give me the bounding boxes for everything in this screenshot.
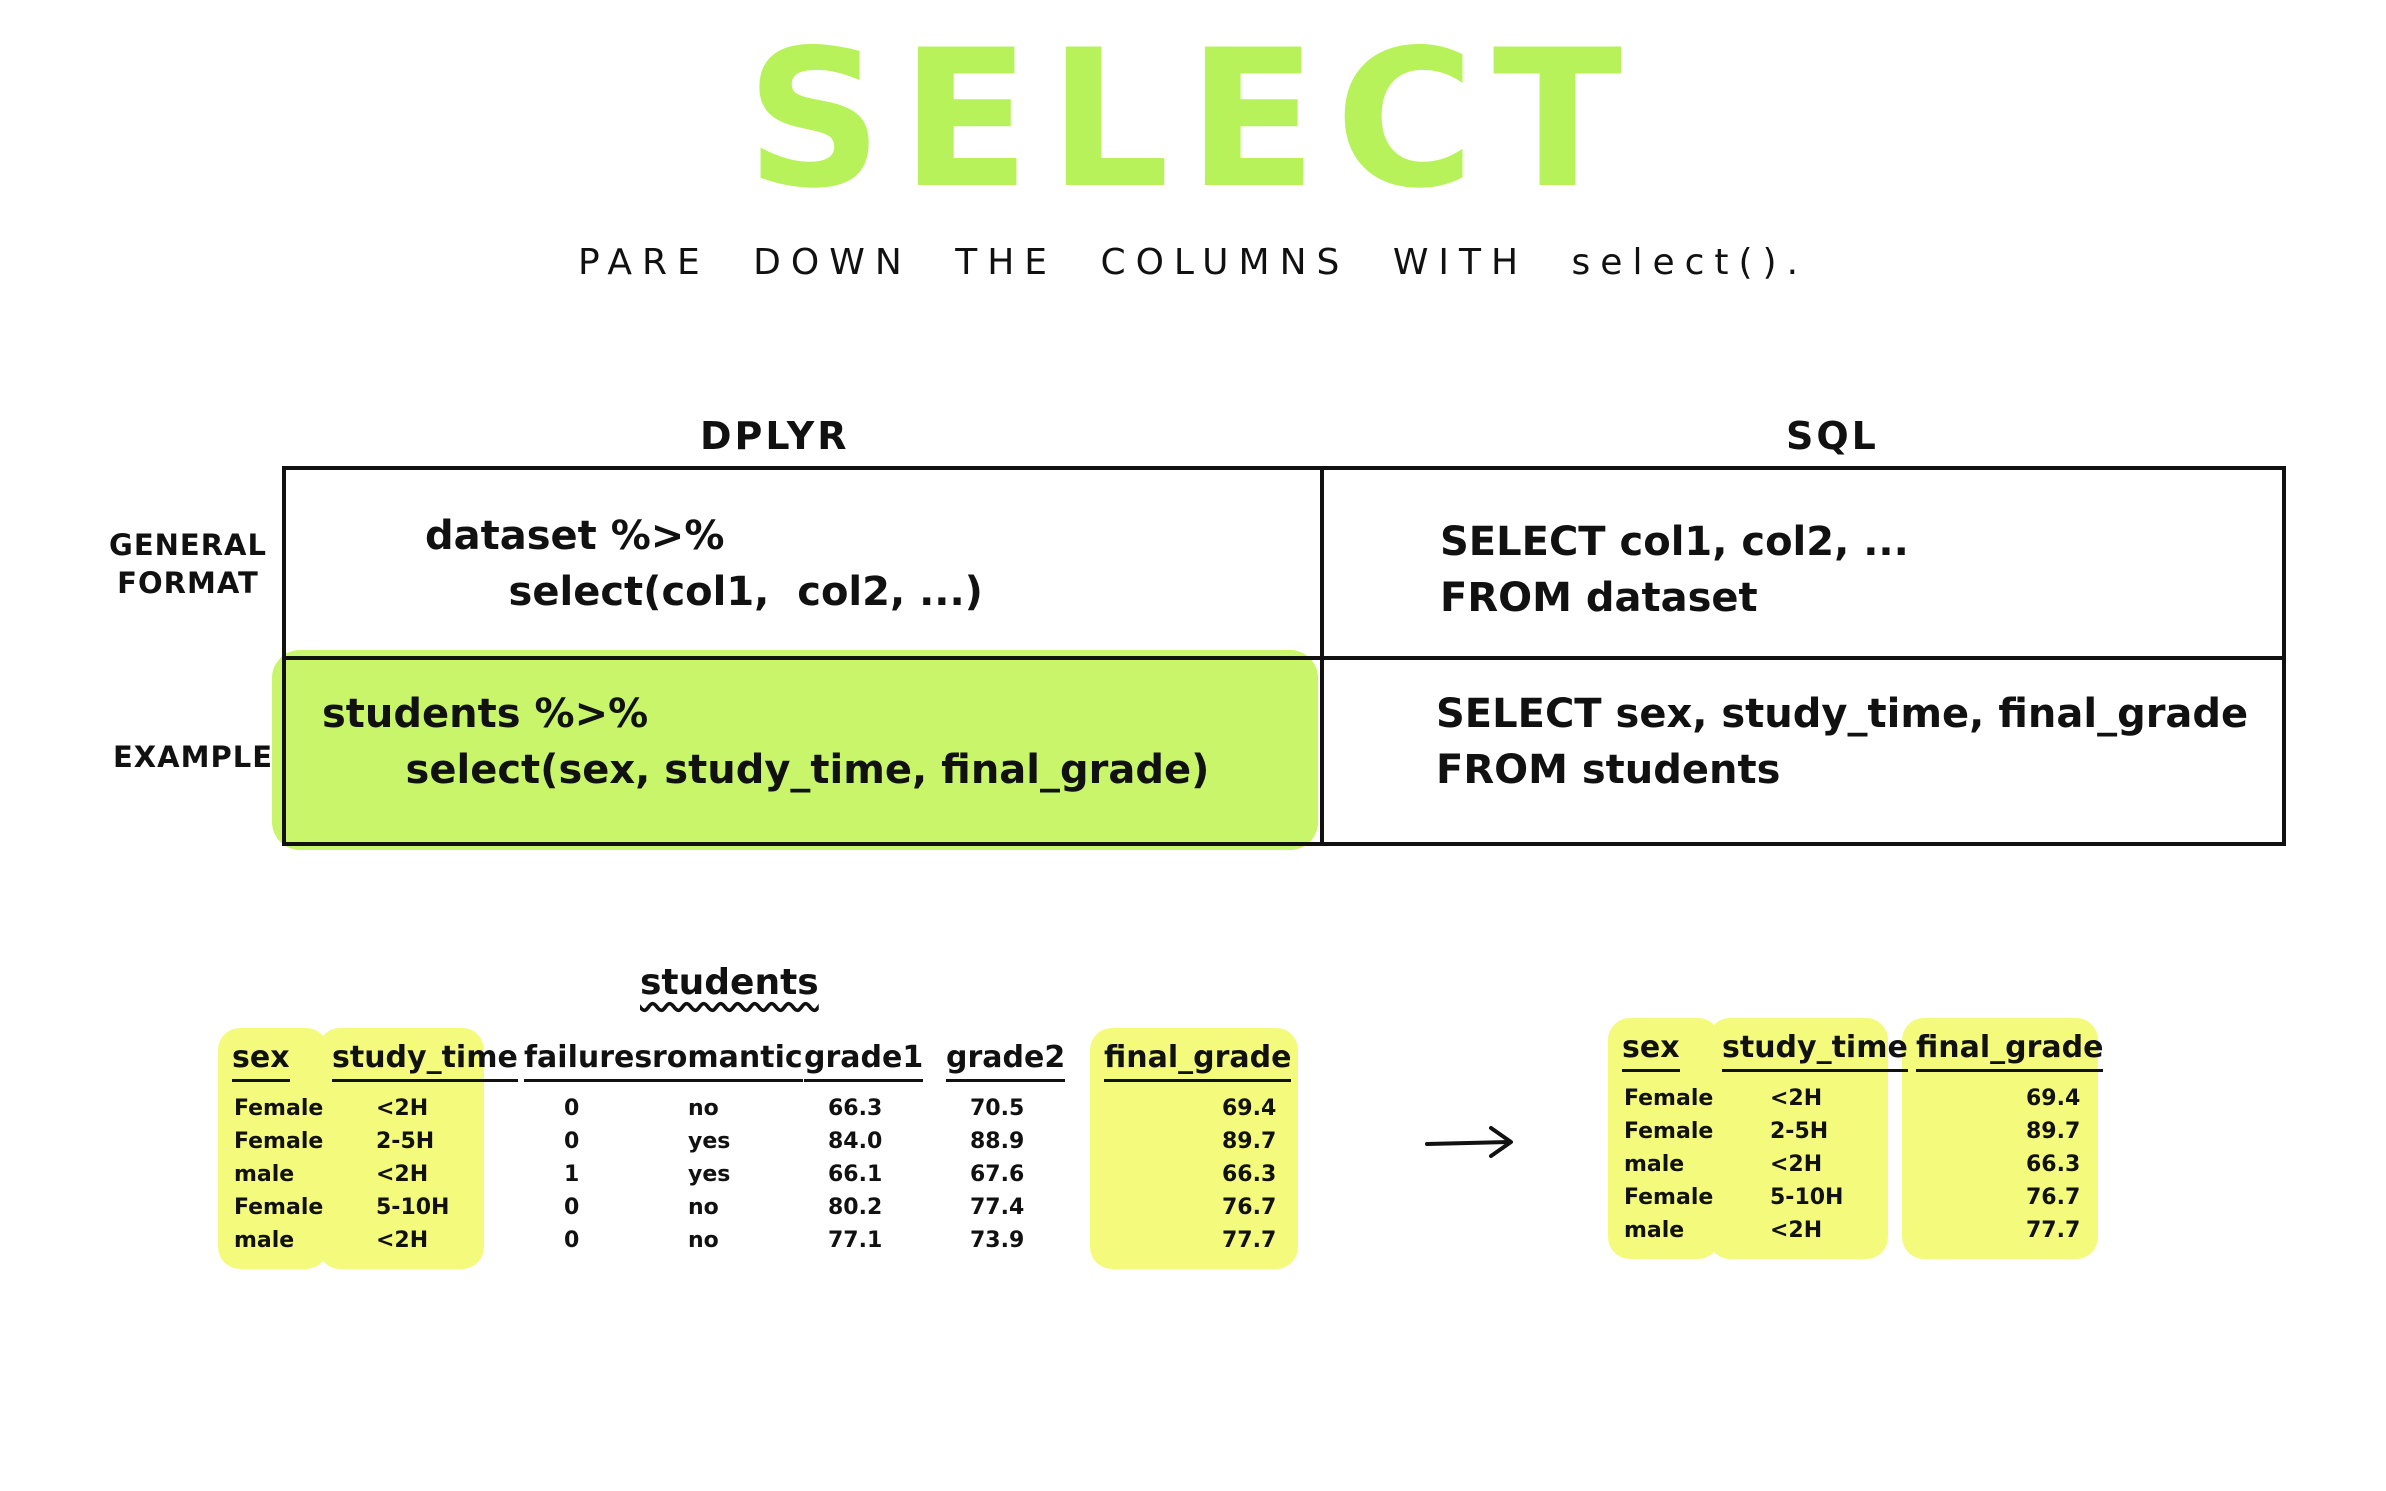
column-header: grade2 (946, 1040, 1066, 1082)
highlight-column (318, 1028, 484, 1269)
table-cell: 88.9 (970, 1129, 1025, 1154)
page-title: SELECT (745, 9, 1641, 230)
table-cell: 2-5H (376, 1129, 435, 1154)
highlight-column (218, 1028, 328, 1269)
table-cell: Female (234, 1195, 324, 1220)
column-header: sex (232, 1040, 290, 1082)
table-cell: Female (1624, 1185, 1714, 1210)
highlight-column (1902, 1018, 2098, 1259)
table-cell: 0 (564, 1228, 580, 1253)
table-cell: 89.7 (2026, 1119, 2081, 1144)
column-header: study_time (332, 1040, 518, 1082)
table-cell: 0 (564, 1129, 580, 1154)
right-arrow-icon (1425, 1126, 1513, 1158)
highlight-column (1090, 1028, 1298, 1269)
table-cell: 66.3 (828, 1096, 883, 1121)
highlight-column (1708, 1018, 1888, 1259)
table-cell: Female (234, 1129, 324, 1154)
table-cell: male (234, 1162, 295, 1187)
example-label: EXAMPLE (112, 740, 273, 774)
table-cell: 69.4 (1222, 1096, 1277, 1121)
table-cell: Female (1624, 1086, 1714, 1111)
column-header: failures (524, 1040, 653, 1082)
table-cell: 84.0 (828, 1129, 883, 1154)
column-header: final_grade (1916, 1030, 2104, 1072)
table-cell: no (688, 1096, 719, 1121)
dplyr-header: DPLYR (700, 414, 850, 458)
table-cell: 76.7 (2026, 1185, 2081, 1210)
table-cell: 89.7 (1222, 1129, 1277, 1154)
column-header: grade1 (804, 1040, 924, 1082)
dplyr-general-code: dataset %>% select(col1, col2, ...) (425, 513, 983, 615)
grid-horizontal-divider (282, 656, 2286, 660)
column-header: study_time (1722, 1030, 1908, 1072)
table-cell: 80.2 (828, 1195, 883, 1220)
column-header: sex (1622, 1030, 1680, 1072)
table-cell: <2H (1770, 1086, 1823, 1111)
table-cell: <2H (1770, 1152, 1823, 1177)
table-cell: 2-5H (1770, 1119, 1829, 1144)
table-cell: 77.7 (1222, 1228, 1277, 1253)
sql-example-code: SELECT sex, study_time, final_grade FROM… (1436, 691, 2249, 793)
table-cell: 0 (564, 1096, 580, 1121)
table-cell: male (1624, 1218, 1685, 1243)
column-header: romantic (652, 1040, 803, 1082)
sql-general-code: SELECT col1, col2, ... FROM dataset (1440, 519, 1909, 621)
table-cell: 76.7 (1222, 1195, 1277, 1220)
table-cell: Female (1624, 1119, 1714, 1144)
table-cell: yes (688, 1162, 731, 1187)
general-format-label: GENERAL FORMAT (98, 526, 278, 602)
table-cell: 66.3 (1222, 1162, 1277, 1187)
table-cell: 73.9 (970, 1228, 1025, 1253)
general-label-line2: FORMAT (117, 566, 259, 600)
table-cell: male (234, 1228, 295, 1253)
table-cell: 5-10H (376, 1195, 450, 1220)
table-cell: 5-10H (1770, 1185, 1844, 1210)
students-table-title: students (640, 962, 819, 1003)
table-cell: <2H (376, 1096, 429, 1121)
table-cell: yes (688, 1129, 731, 1154)
highlight-column (1608, 1018, 1720, 1259)
column-header: final_grade (1104, 1040, 1292, 1082)
table-cell: no (688, 1228, 719, 1253)
table-cell: <2H (376, 1162, 429, 1187)
table-cell: male (1624, 1152, 1685, 1177)
table-cell: 0 (564, 1195, 580, 1220)
table-cell: Female (234, 1096, 324, 1121)
table-cell: <2H (1770, 1218, 1823, 1243)
table-cell: <2H (376, 1228, 429, 1253)
table-cell: 70.5 (970, 1096, 1025, 1121)
table-cell: 69.4 (2026, 1086, 2081, 1111)
sql-header: SQL (1786, 414, 1879, 458)
table-cell: 66.3 (2026, 1152, 2081, 1177)
table-cell: 77.7 (2026, 1218, 2081, 1243)
general-label-line1: GENERAL (109, 528, 267, 562)
table-cell: no (688, 1195, 719, 1220)
dplyr-example-code: students %>% select(sex, study_time, fin… (322, 691, 1210, 793)
example-dplyr-highlight (272, 650, 1318, 850)
table-cell: 66.1 (828, 1162, 883, 1187)
table-cell: 1 (564, 1162, 580, 1187)
page-subtitle: PARE DOWN THE COLUMNS WITH select(). (577, 242, 1809, 283)
table-cell: 67.6 (970, 1162, 1025, 1187)
table-cell: 77.4 (970, 1195, 1025, 1220)
table-cell: 77.1 (828, 1228, 883, 1253)
